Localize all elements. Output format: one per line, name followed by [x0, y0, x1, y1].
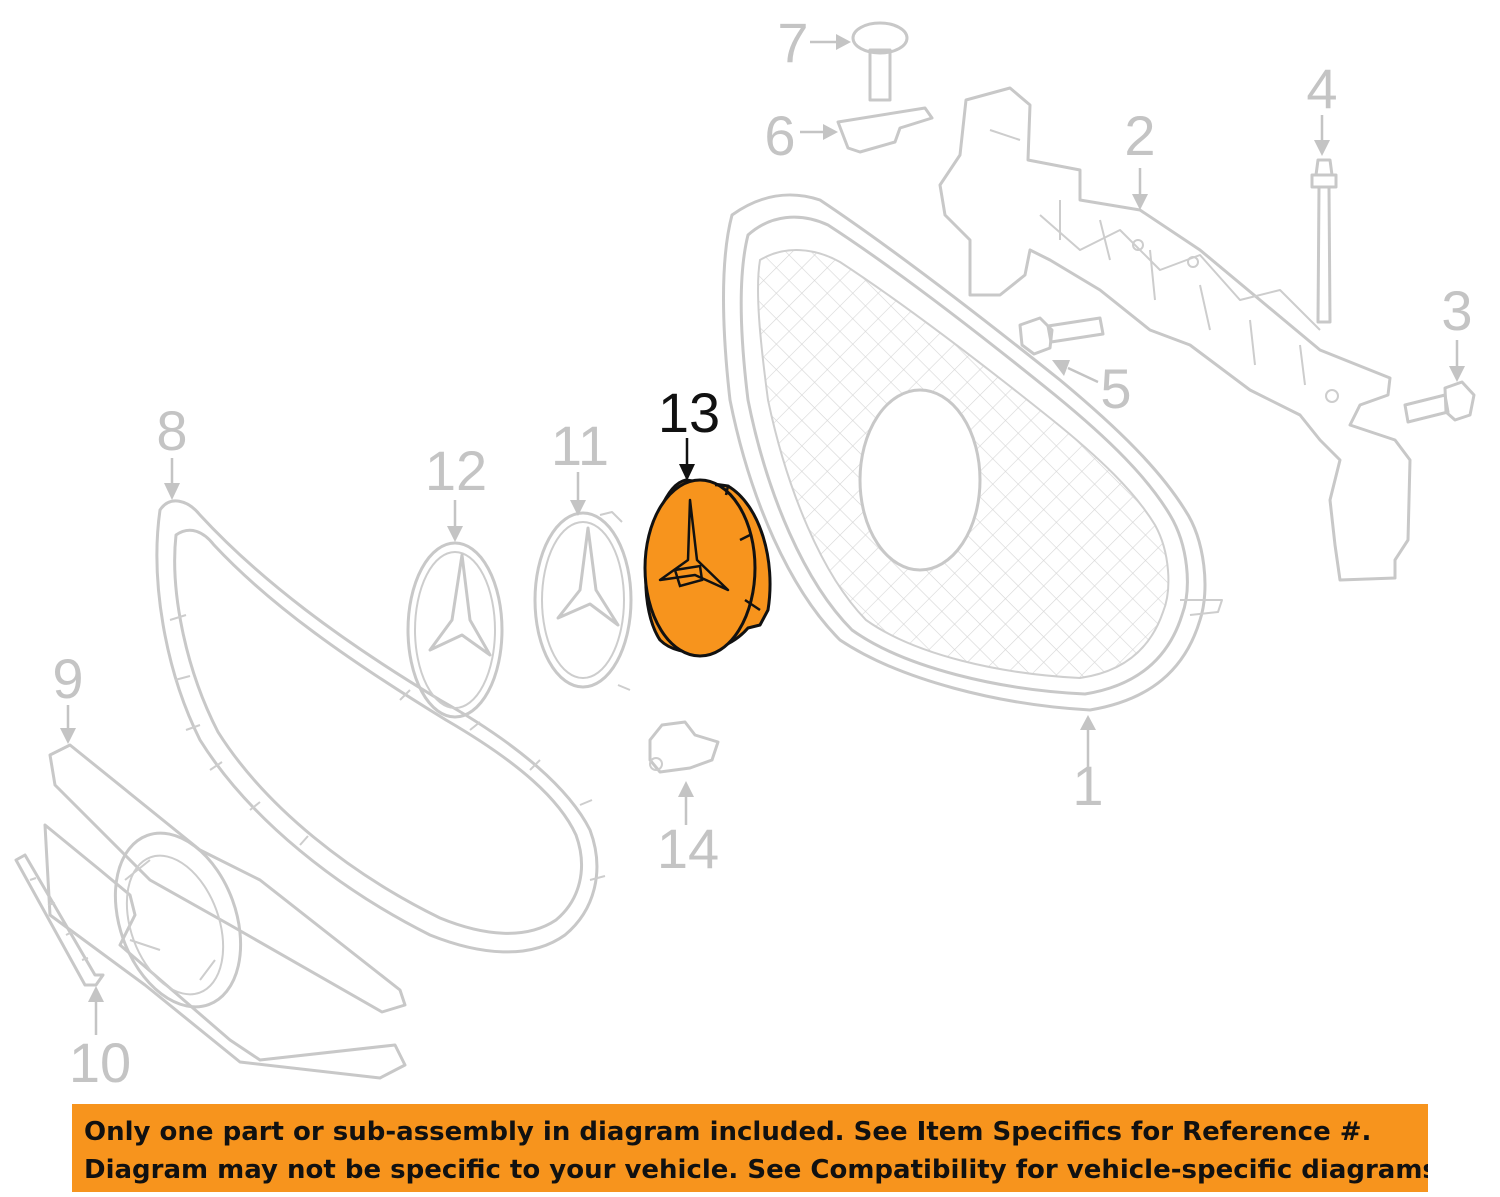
disclaimer-line-1: Only one part or sub-assembly in diagram…: [84, 1117, 1372, 1147]
part-7-screw: [851, 21, 909, 102]
parts-diagram: 1 2 3 4 5 6 7 8 9 10 11 12 13 14: [14, 11, 1476, 1094]
disclaimer-banner: Only one part or sub-assembly in diagram…: [72, 1104, 1428, 1192]
part-6-clip: [836, 106, 934, 154]
callout-12: 12: [425, 439, 487, 502]
callout-5: 5: [1100, 357, 1131, 420]
part-5-bolt: [1018, 316, 1105, 356]
callout-10: 10: [69, 1031, 131, 1094]
callout-7: 7: [777, 11, 808, 74]
callout-8: 8: [156, 399, 187, 462]
part-13-emblem-carrier: [643, 478, 772, 658]
part-3-bolt: [1403, 380, 1476, 424]
part-14-clip: [648, 720, 720, 774]
callout-3: 3: [1441, 279, 1472, 342]
callout-numbers: 1 2 3 4 5 6 7 8 9 10 11 12 13 14: [52, 11, 1472, 1094]
callout-9: 9: [52, 647, 83, 710]
callout-13: 13: [658, 381, 720, 444]
callout-4: 4: [1306, 57, 1337, 120]
callout-1: 1: [1072, 754, 1103, 817]
callout-leaders: [60, 34, 1465, 1035]
part-4-long-bolt: [1310, 158, 1338, 324]
disclaimer-line-2: Diagram may not be specific to your vehi…: [84, 1155, 1428, 1185]
part-8-frame: [155, 499, 606, 954]
part-2-support-bracket: [938, 86, 1412, 582]
part-9-lower-insert: [43, 743, 407, 1080]
part-10-trim-strip: [14, 853, 105, 987]
callout-14: 14: [657, 817, 719, 880]
callout-11: 11: [551, 414, 609, 477]
part-1-grille: [722, 193, 1223, 712]
part-11-star-emblem: [533, 511, 633, 691]
callout-2: 2: [1124, 104, 1155, 167]
part-12-star-emblem: [406, 541, 504, 719]
callout-6: 6: [764, 104, 795, 167]
